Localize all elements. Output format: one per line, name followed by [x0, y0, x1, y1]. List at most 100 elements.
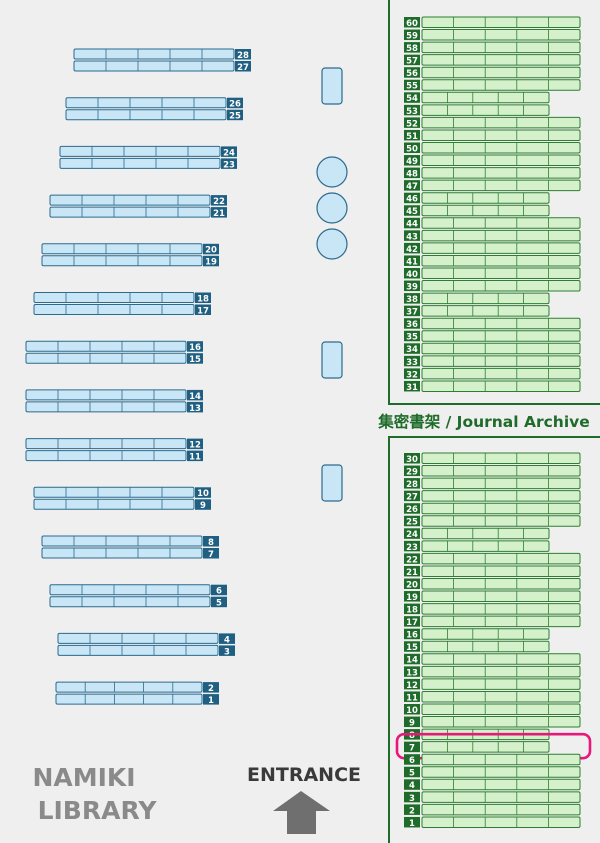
archive-shelf-60[interactable]: 60	[404, 16, 581, 29]
archive-shelf-17[interactable]: 17	[404, 615, 581, 628]
stack-2-1[interactable]: 21	[55, 681, 219, 706]
archive-shelf-48[interactable]: 48	[404, 167, 581, 180]
archive-shelf-43[interactable]: 43	[404, 229, 581, 242]
archive-shelf-39[interactable]: 39	[404, 280, 581, 293]
archive-shelf-19[interactable]: 19	[404, 590, 581, 603]
archive-shelf-24[interactable]: 24	[404, 527, 550, 540]
archive-shelf-52[interactable]: 52	[404, 116, 581, 129]
shelf-row	[421, 816, 581, 828]
archive-shelf-56[interactable]: 56	[404, 66, 581, 79]
shelf-row	[421, 179, 581, 192]
archive-shelf-1[interactable]: 1	[404, 816, 581, 829]
archive-shelf-22[interactable]: 22	[404, 552, 581, 565]
archive-shelf-4[interactable]: 4	[404, 778, 581, 791]
archive-shelf-26[interactable]: 26	[404, 502, 581, 515]
shelf-number-badge	[404, 242, 420, 254]
archive-shelf-46[interactable]: 46	[404, 192, 550, 205]
shelf-row	[73, 48, 235, 60]
stack-4-3[interactable]: 43	[57, 632, 235, 657]
archive-shelf-3[interactable]: 3	[404, 791, 581, 804]
shelf-number-badge	[404, 478, 420, 489]
archive-shelf-28[interactable]: 28	[404, 477, 581, 490]
shelf-number-badge	[404, 578, 420, 589]
archive-shelf-11[interactable]: 11	[404, 690, 581, 703]
archive-shelf-7[interactable]: 7	[404, 741, 550, 754]
archive-shelf-31[interactable]: 31	[404, 380, 581, 393]
shelf-number-badge	[404, 678, 420, 690]
archive-shelf-34[interactable]: 34	[404, 342, 581, 355]
archive-shelf-53[interactable]: 53	[404, 104, 550, 117]
shelf-row	[55, 693, 203, 705]
archive-shelf-18[interactable]: 18	[404, 603, 581, 616]
shelf-number-badge	[404, 142, 420, 153]
shelf-number: 6	[409, 756, 415, 766]
stack-6-5[interactable]: 65	[49, 584, 227, 609]
archive-shelf-35[interactable]: 35	[404, 330, 581, 343]
archive-shelf-47[interactable]: 47	[404, 179, 581, 192]
archive-shelf-9[interactable]: 9	[404, 716, 581, 729]
archive-shelf-54[interactable]: 54	[404, 91, 550, 104]
archive-shelf-45[interactable]: 45	[404, 204, 550, 217]
archive-shelf-32[interactable]: 32	[404, 367, 581, 380]
shelf-number: 31	[406, 383, 418, 393]
archive-shelf-57[interactable]: 57	[404, 54, 581, 67]
shelf-number-badge	[187, 438, 203, 450]
archive-shelf-13[interactable]: 13	[404, 665, 581, 678]
archive-shelf-38[interactable]: 38	[404, 292, 550, 305]
archive-shelf-42[interactable]: 42	[404, 242, 581, 255]
shelf-number-badge	[404, 368, 420, 379]
archive-shelf-59[interactable]: 59	[404, 29, 581, 42]
archive-shelf-10[interactable]: 10	[404, 703, 581, 716]
archive-shelf-55[interactable]: 55	[404, 79, 581, 92]
shelf-row	[421, 640, 550, 653]
shelf-number: 60	[406, 19, 418, 29]
shelf-number: 38	[406, 295, 418, 305]
shelf-row	[421, 154, 581, 167]
archive-shelf-30[interactable]: 30	[404, 452, 581, 465]
archive-shelf-21[interactable]: 21	[404, 565, 581, 578]
archive-shelf-5[interactable]: 5	[404, 766, 581, 779]
archive-shelf-37[interactable]: 37	[404, 305, 550, 318]
shelf-row	[421, 41, 581, 54]
archive-shelf-6[interactable]: 6	[404, 753, 581, 766]
shelf-number: 9	[409, 718, 415, 728]
shelf-number-badge	[404, 380, 420, 392]
archive-shelf-58[interactable]: 58	[404, 41, 581, 54]
stack-8-7[interactable]: 87	[41, 535, 219, 560]
archive-shelf-41[interactable]: 41	[404, 254, 581, 267]
pillar-middle	[321, 341, 343, 379]
archive-shelf-36[interactable]: 36	[404, 317, 581, 330]
archive-shelf-16[interactable]: 16	[404, 628, 550, 641]
archive-shelf-23[interactable]: 23	[404, 540, 550, 553]
archive-shelf-12[interactable]: 12	[404, 678, 581, 691]
shelf-number: 20	[406, 580, 418, 590]
archive-shelf-2[interactable]: 2	[404, 803, 581, 816]
archive-shelf-33[interactable]: 33	[404, 355, 581, 368]
stack-10-9[interactable]: 109	[33, 486, 211, 511]
archive-shelf-51[interactable]: 51	[404, 129, 581, 142]
archive-shelf-49[interactable]: 49	[404, 154, 581, 167]
shelf-number: 4	[409, 781, 415, 791]
archive-shelf-25[interactable]: 25	[404, 515, 581, 528]
archive-shelf-40[interactable]: 40	[404, 267, 581, 280]
archive-shelf-27[interactable]: 27	[404, 490, 581, 503]
archive-shelf-14[interactable]: 14	[404, 653, 581, 666]
archive-shelf-15[interactable]: 15	[404, 640, 550, 653]
shelf-number-badge	[404, 791, 420, 803]
archive-shelf-50[interactable]: 50	[404, 142, 581, 155]
archive-shelf-29[interactable]: 29	[404, 465, 581, 478]
archive-shelf-20[interactable]: 20	[404, 578, 581, 591]
shelf-row	[421, 79, 581, 91]
shelf-number-badge	[195, 304, 211, 315]
archive-shelf-44[interactable]: 44	[404, 217, 581, 230]
shelf-number-badge	[404, 192, 420, 204]
